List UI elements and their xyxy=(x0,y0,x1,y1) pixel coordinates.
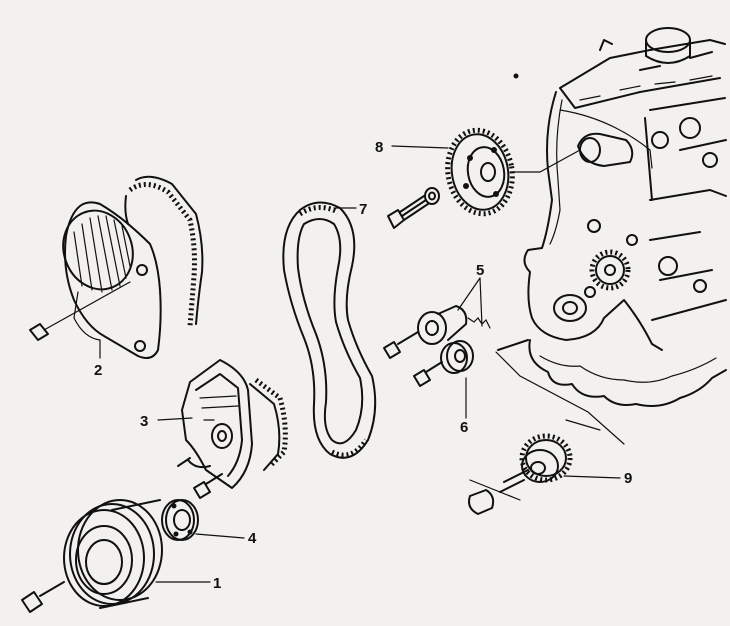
crankshaft-sprocket xyxy=(468,433,573,515)
idler-pulley xyxy=(413,340,474,387)
lower-timing-cover xyxy=(177,359,288,499)
callout-labels: 1 2 3 4 5 6 7 8 9 xyxy=(94,139,632,592)
crankshaft-pulley xyxy=(21,499,163,613)
callout-5: 5 xyxy=(476,262,484,279)
callout-6: 6 xyxy=(460,419,468,436)
callout-9: 9 xyxy=(624,470,632,487)
tensioner-assembly xyxy=(383,305,491,359)
callout-7: 7 xyxy=(359,201,367,218)
callout-2: 2 xyxy=(94,362,102,379)
callout-8: 8 xyxy=(375,139,383,156)
engine-block xyxy=(497,27,727,407)
timing-belt xyxy=(282,201,377,459)
leader-lines xyxy=(99,145,621,583)
guide-lines xyxy=(495,351,625,445)
camshaft-sprocket xyxy=(387,127,581,229)
callout-3: 3 xyxy=(140,413,148,430)
callout-4: 4 xyxy=(248,530,257,547)
crank-washer xyxy=(161,499,199,541)
upper-timing-cover xyxy=(29,175,204,359)
callout-1: 1 xyxy=(213,575,221,592)
